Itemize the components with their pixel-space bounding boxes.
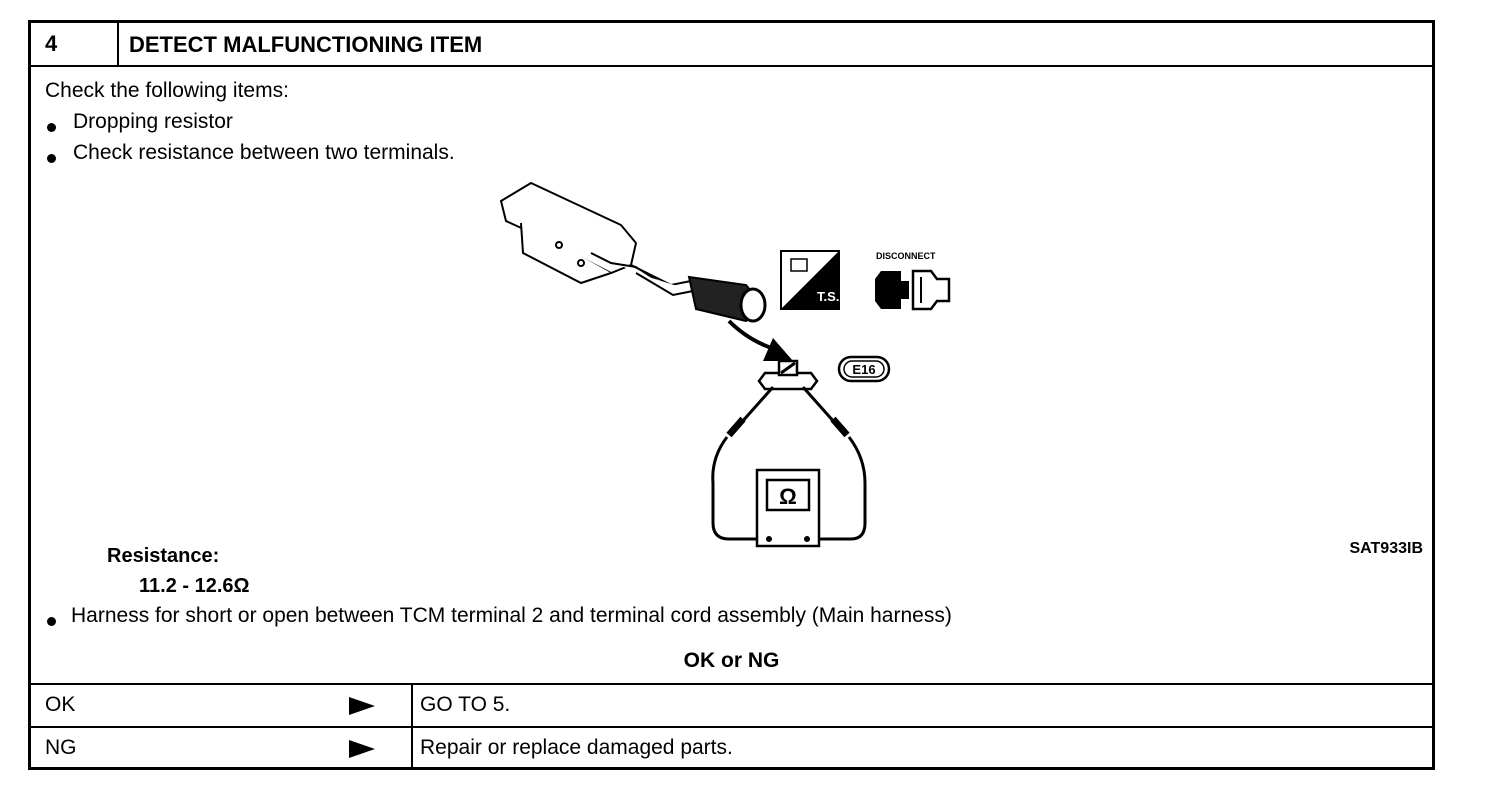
result-action: Repair or replace damaged parts. [420, 736, 733, 759]
ts-label: T.S. [817, 289, 839, 304]
disconnect-label: DISCONNECT [876, 251, 936, 261]
result-key: OK [45, 693, 76, 716]
step-title: DETECT MALFUNCTIONING ITEM [129, 32, 483, 57]
ohmmeter-icon: Ω [755, 468, 821, 548]
arrowhead-icon [763, 338, 793, 361]
check-item-2: Check resistance between two terminals. [73, 141, 455, 164]
spec-value: 11.2 - 12.6Ω [139, 575, 250, 597]
test-leads [711, 386, 867, 541]
result-key: NG [45, 736, 77, 759]
check-item-3: Harness for short or open between TCM te… [71, 604, 952, 627]
harness-connector-icon [757, 359, 819, 391]
connector-label: E16 [852, 362, 875, 377]
right-arrow-icon [349, 740, 375, 758]
result-action: GO TO 5. [420, 693, 511, 716]
check-item-1: Dropping resistor [73, 110, 233, 133]
intro-text: Check the following items: [45, 79, 289, 102]
bullet-icon [47, 154, 56, 163]
ts-service-icon: T.S. [780, 250, 840, 310]
spec-label: Resistance: [107, 545, 220, 567]
right-arrow-icon [349, 697, 375, 715]
disconnect-icon: DISCONNECT [875, 251, 951, 311]
column-divider [411, 728, 413, 769]
figure-id: SAT933IB [1349, 540, 1423, 557]
meter-symbol: Ω [779, 484, 797, 509]
step-header: 4 DETECT MALFUNCTIONING ITEM [31, 23, 1432, 67]
resistance-check-figure: T.S. DISCONNECT E16 [499, 181, 1423, 557]
procedure-table: 4 DETECT MALFUNCTIONING ITEM Check the f… [28, 20, 1435, 770]
connector-badge: E16 [837, 355, 891, 383]
dropping-resistor-illustration [499, 181, 767, 323]
bullet-icon [47, 123, 56, 132]
step-number: 4 [31, 23, 119, 65]
result-row-ng: NG Repair or replace damaged parts. [31, 726, 1432, 769]
result-row-ok: OK GO TO 5. [31, 683, 1432, 726]
bullet-icon [47, 617, 56, 626]
column-divider [411, 685, 413, 726]
result-header: OK or NG [683, 649, 780, 672]
